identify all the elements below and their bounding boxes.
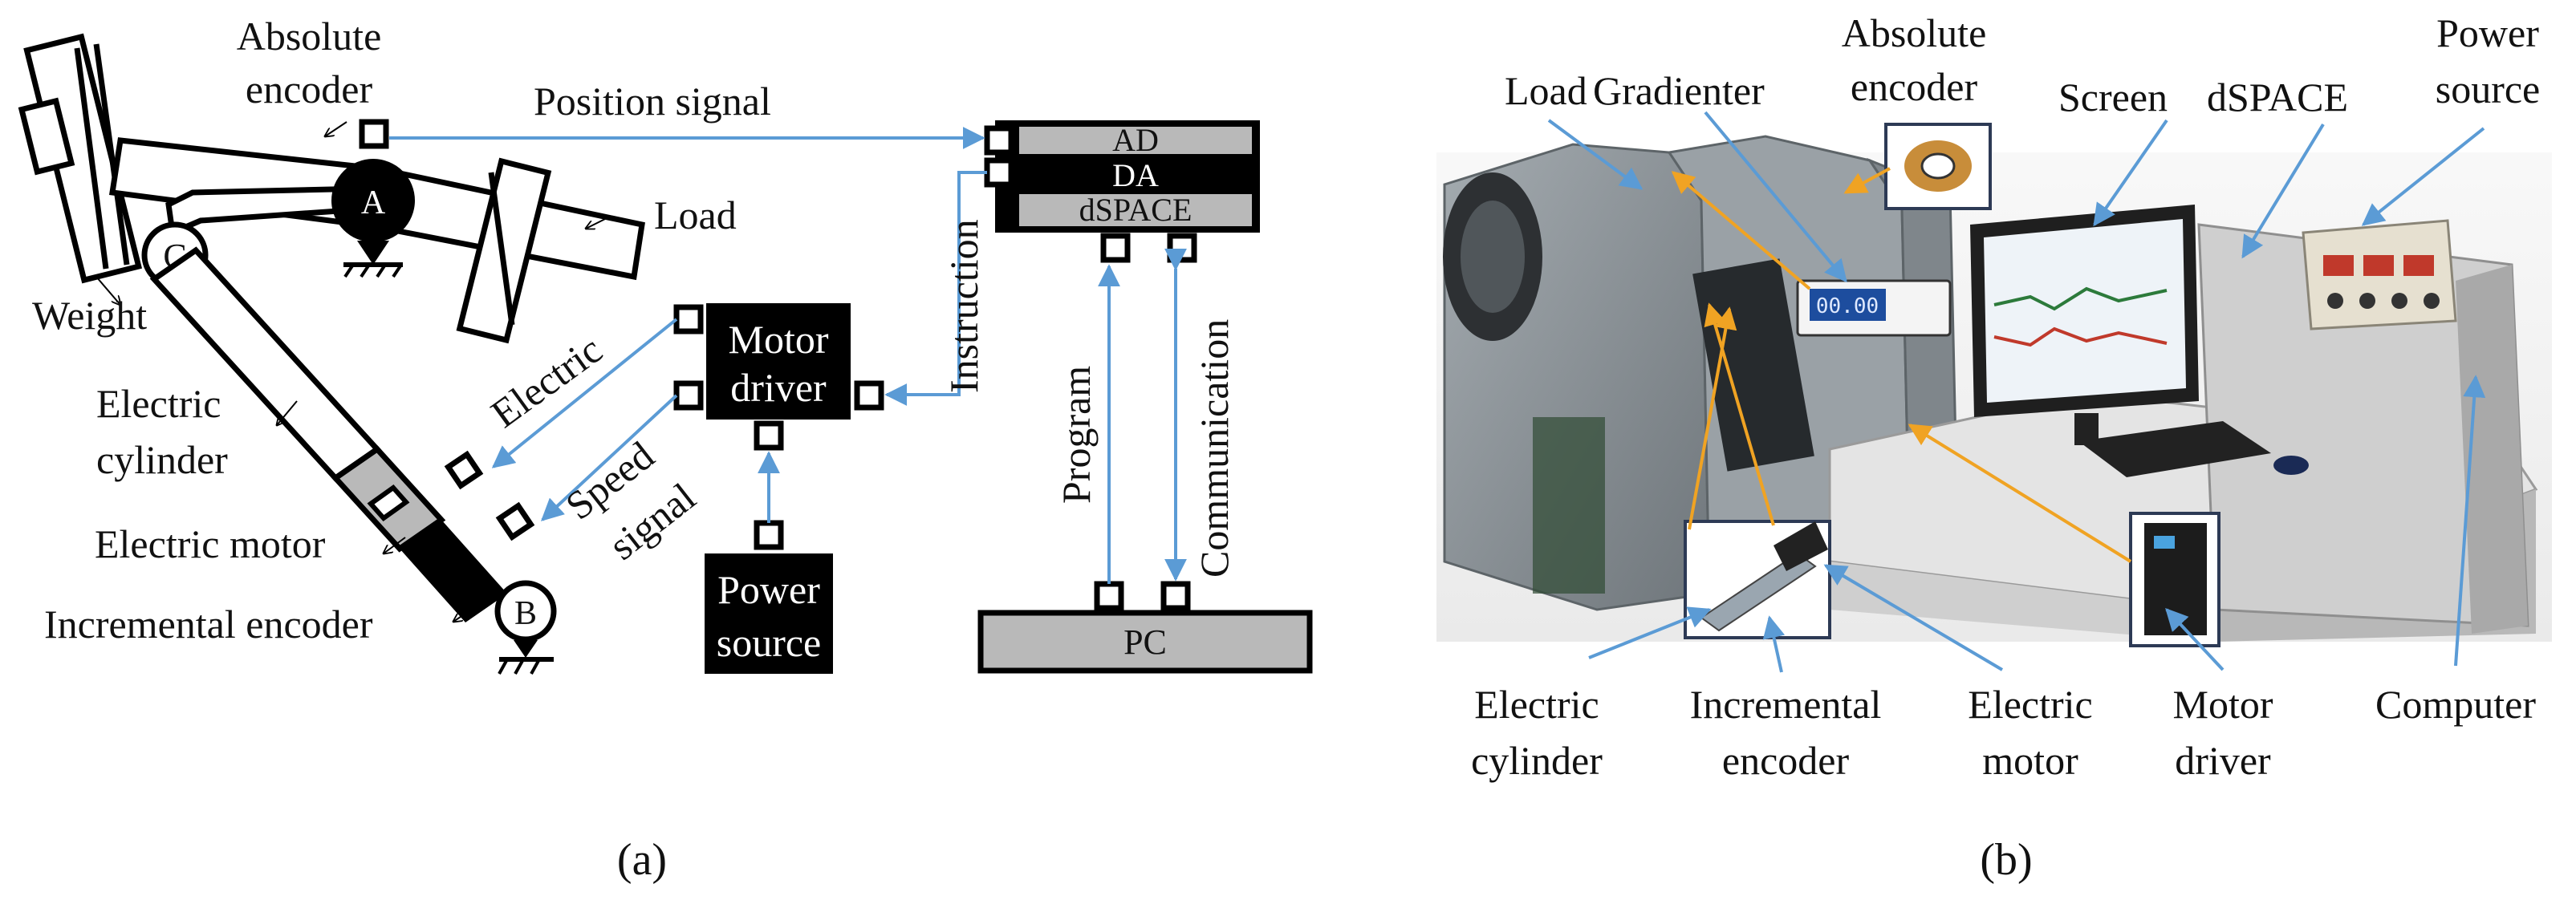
absolute-encoder-label-1: Absolute (237, 14, 382, 59)
photo-incremental-encoder-label-1: Incremental (1690, 682, 1882, 727)
gauge-readout: 00.00 (1816, 294, 1879, 318)
panel-b-orange-pointers (1671, 167, 2132, 563)
electric-motor-label: Electric motor (95, 521, 326, 566)
load-plates (456, 157, 552, 344)
pc-block: PC (977, 581, 1313, 674)
photo-motor-driver-label-1: Motor (2173, 682, 2273, 727)
power-source-label-2: source (717, 620, 822, 665)
program-label: Program (1054, 366, 1099, 504)
electric-cylinder-label-2: cylinder (96, 437, 228, 482)
joint-a: A (331, 119, 415, 278)
electric-label: Electric (483, 326, 611, 436)
photo-electric-motor-label-2: motor (1982, 738, 2078, 783)
electric-cylinder-inset (1684, 520, 1831, 639)
dspace-label: dSPACE (1079, 192, 1193, 228)
photo-computer-label: Computer (2375, 682, 2536, 727)
photo-electric-motor-label-1: Electric (1968, 682, 2092, 727)
pointer-ticks (95, 121, 611, 622)
computer-tower (2197, 223, 2529, 634)
panel-b-photo: 00.00 Load (1436, 10, 2552, 885)
motor-driver-label-2: driver (730, 365, 827, 410)
power-source-label-1: Power (717, 567, 820, 612)
motor-driver-block: Motor driver (673, 303, 884, 451)
communication-label: Communication (1192, 319, 1237, 578)
absolute-encoder-port (359, 119, 389, 149)
weight-plates (18, 33, 143, 284)
panel-a-schematic: A C B (18, 14, 1313, 885)
keyboard-mouse (2078, 421, 2309, 477)
photo-absolute-encoder-label-2: encoder (1851, 64, 1978, 109)
signal-arrows (389, 127, 1187, 584)
photo-power-source-label-2: source (2436, 67, 2541, 111)
incremental-encoder-label: Incremental encoder (44, 602, 373, 647)
photo-absolute-encoder-label-1: Absolute (1842, 10, 1987, 55)
weight-label: Weight (32, 293, 147, 338)
dspace-block: AD DA dSPACE (984, 120, 1260, 263)
panel-b-caption: (b) (1980, 835, 2032, 885)
joint-b-label: B (514, 595, 537, 632)
da-label: DA (1112, 157, 1159, 193)
electric-cylinder-label-1: Electric (96, 381, 221, 426)
panel-b-blue-pointers (1547, 111, 2486, 673)
photo-motor-driver-label-2: driver (2175, 738, 2271, 783)
absolute-encoder-label-2: encoder (246, 67, 373, 111)
photo-gradienter-label: Gradienter (1593, 68, 1765, 113)
panel-a-caption: (a) (617, 835, 667, 885)
monitor (1970, 205, 2199, 445)
joint-a-label: A (361, 184, 386, 221)
photo-screen-label: Screen (2058, 75, 2168, 120)
position-signal-label: Position signal (534, 79, 771, 124)
photo-load-label: Load (1505, 68, 1587, 113)
motor-driver-unit (2129, 512, 2220, 647)
gradienter-gauge: 00.00 (1796, 279, 1952, 337)
absolute-encoder-inset (1884, 123, 1992, 210)
photo-incremental-encoder-label-2: encoder (1722, 738, 1850, 783)
photo-electric-cylinder-label-1: Electric (1474, 682, 1599, 727)
pc-label: PC (1123, 622, 1167, 662)
photo-electric-cylinder-label-2: cylinder (1471, 738, 1603, 783)
electric-cylinder-schematic (149, 246, 535, 622)
instruction-label: Instruction (941, 219, 986, 393)
load-label: Load (654, 193, 737, 237)
joint-b: B (494, 580, 557, 675)
power-source-block: Power source (705, 520, 833, 674)
photo-power-source-label-1: Power (2436, 10, 2539, 55)
ad-label: AD (1112, 122, 1159, 158)
motor-driver-label-1: Motor (729, 317, 829, 362)
power-source-box (2302, 219, 2457, 330)
photo-dspace-label: dSPACE (2207, 75, 2348, 120)
